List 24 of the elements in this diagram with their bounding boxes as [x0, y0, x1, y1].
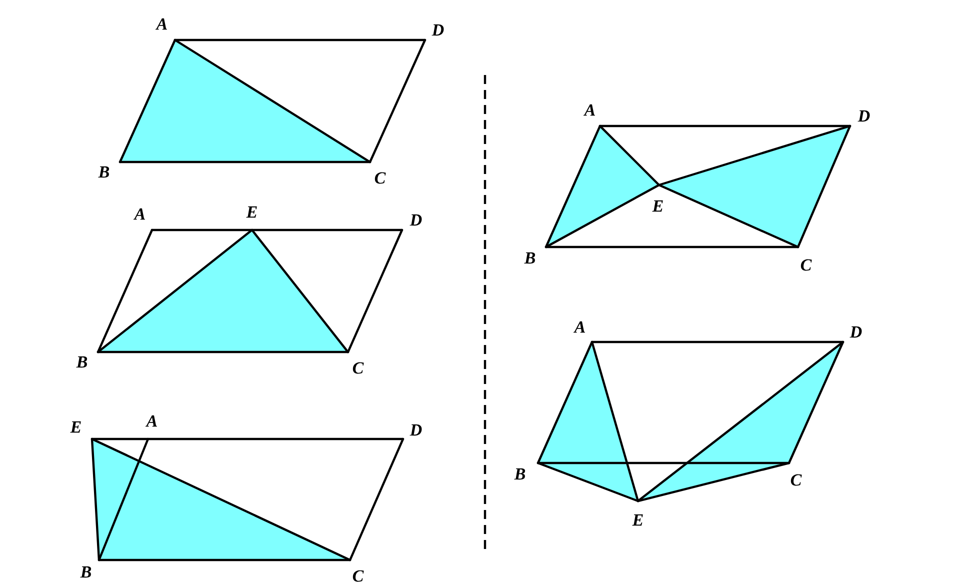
point-label: B	[524, 252, 536, 264]
point-label: A	[133, 208, 145, 220]
point-label: A	[155, 18, 167, 30]
point-label: E	[246, 206, 257, 218]
point-label: C	[374, 172, 386, 184]
point-label: C	[352, 362, 364, 374]
point-label: C	[352, 570, 364, 582]
point-label: A	[573, 321, 585, 333]
point-label: B	[98, 166, 110, 178]
point-label: D	[410, 424, 422, 436]
point-label: D	[858, 110, 870, 122]
point-label: E	[70, 421, 81, 433]
point-label: E	[632, 514, 643, 526]
point-label: B	[80, 566, 92, 578]
point-label: D	[432, 24, 444, 36]
point-label: D	[410, 214, 422, 226]
point-label: C	[800, 259, 812, 271]
point-label: E	[652, 200, 663, 212]
point-label: A	[145, 415, 157, 427]
point-label: A	[583, 104, 595, 116]
point-label: D	[850, 326, 862, 338]
point-label: C	[790, 474, 802, 486]
point-label: B	[76, 356, 88, 368]
point-label: B	[514, 468, 526, 480]
